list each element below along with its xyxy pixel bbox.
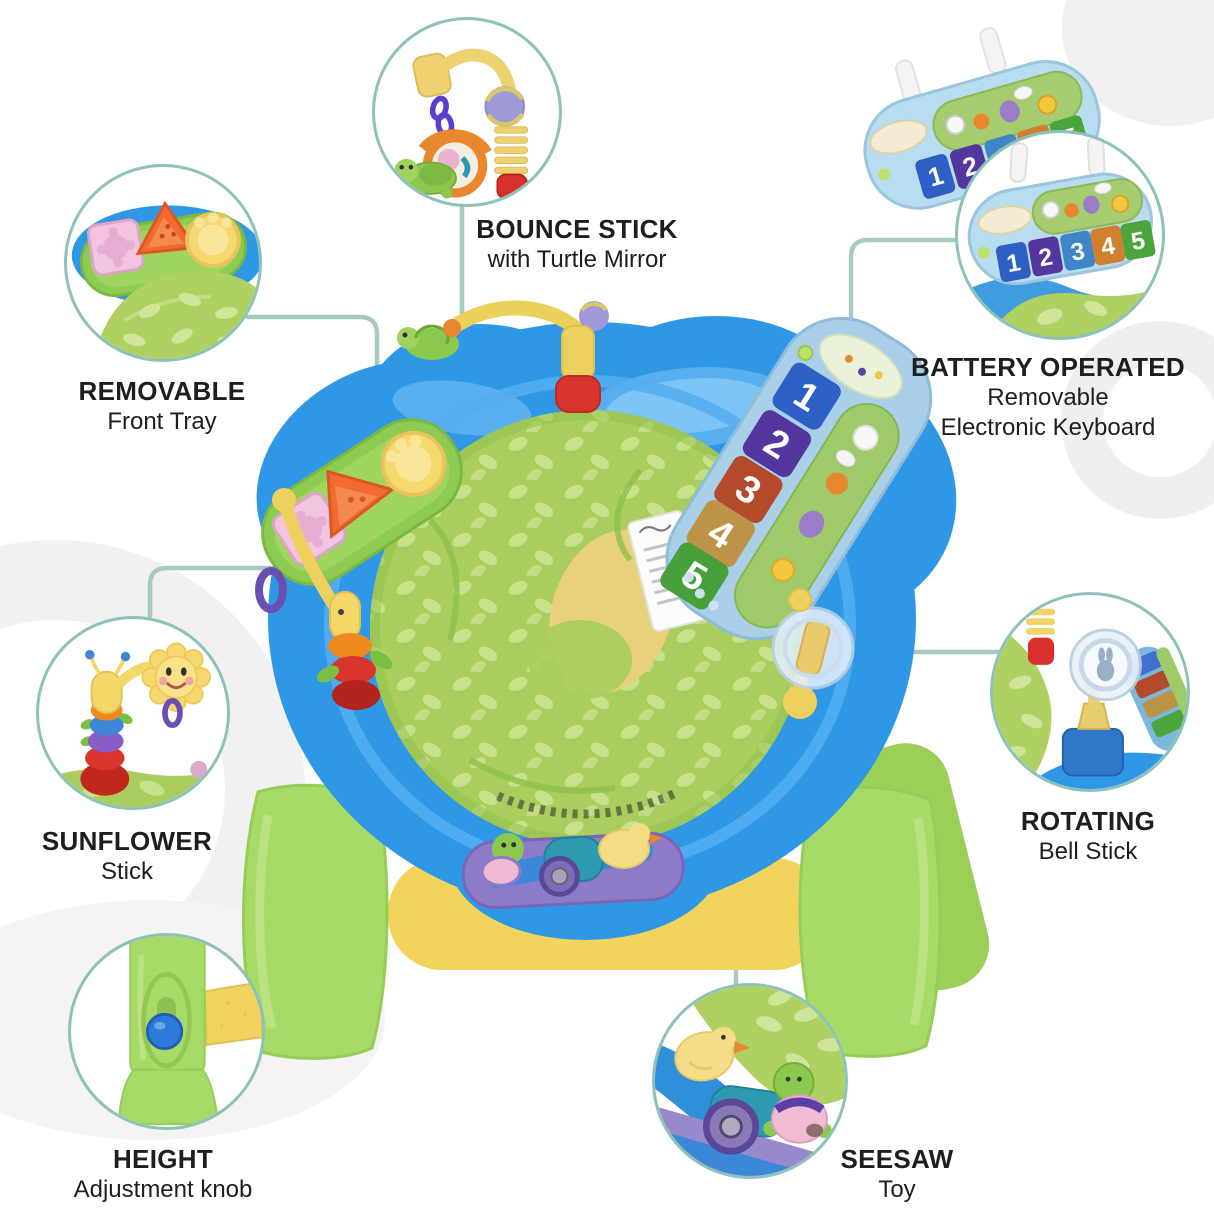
label-height-knob: HEIGHT Adjustment knob <box>13 1144 313 1205</box>
spring-icon <box>494 126 529 175</box>
label-sunflower-stick-sub: Stick <box>100 858 153 885</box>
leader-line-battery <box>848 237 958 431</box>
callout-height-knob <box>68 933 265 1130</box>
key-4-label: 4 <box>1099 232 1117 261</box>
callout-front-tray <box>64 164 262 362</box>
label-battery-keyboard-sub2: Electronic Keyboard <box>940 414 1156 441</box>
keyboard-panel: 1 2 3 4 5 <box>660 316 933 641</box>
leader-line-tray <box>245 314 380 427</box>
animal-strip <box>770 424 879 583</box>
leader-line-sunflower <box>147 565 351 619</box>
bounce-stick-closeup <box>394 48 529 200</box>
duck-icon <box>674 1026 750 1082</box>
label-bell-stick: ROTATING Bell Stick <box>958 806 1214 867</box>
label-bounce-stick: BOUNCE STICK with Turtle Mirror <box>427 214 727 275</box>
label-seesaw-toy: SEESAW Toy <box>767 1144 1027 1205</box>
label-front-tray: REMOVABLE Front Tray <box>22 376 302 437</box>
label-front-tray-title: REMOVABLE <box>78 376 246 406</box>
label-bounce-stick-sub: with Turtle Mirror <box>487 246 667 273</box>
legs <box>241 743 990 1060</box>
paw-button-toy <box>380 430 447 497</box>
key-1-label: 1 <box>1005 249 1023 278</box>
seesaw-toy <box>461 823 685 910</box>
bounce-stick <box>397 300 609 413</box>
label-bell-stick-title: ROTATING <box>1020 806 1156 836</box>
bell-stick <box>771 588 855 719</box>
label-seesaw-toy-title: SEESAW <box>840 1144 954 1174</box>
label-sunflower-stick: SUNFLOWER Stick <box>0 826 254 887</box>
seesaw-toy-closeup <box>655 986 845 1176</box>
turtle-mirror-icon <box>394 129 492 199</box>
label-height-knob-sub: Adjustment knob <box>73 1176 253 1203</box>
key-3-label: 3 <box>1069 238 1087 267</box>
label-battery-keyboard-title: BATTERY OPERATED <box>911 352 1185 382</box>
height-knob-closeup <box>117 936 262 1126</box>
callout-electronic-keyboard: 1 2 3 4 5 <box>955 130 1165 340</box>
label-sunflower-stick-title: SUNFLOWER <box>41 826 213 856</box>
label-seesaw-toy-sub: Toy <box>878 1176 916 1203</box>
key-5-label: 5 <box>1129 227 1147 256</box>
sunflower-face-icon <box>141 642 212 713</box>
keyboard-closeup: 1 2 3 4 5 <box>958 136 1162 337</box>
bell-wheel-icon <box>1069 628 1142 702</box>
callout-seesaw-toy <box>652 983 848 1179</box>
bell-stick-closeup <box>993 608 1187 789</box>
spring-icon <box>1025 608 1056 635</box>
front-tray-closeup <box>71 200 259 359</box>
label-bell-stick-sub: Bell Stick <box>1038 838 1138 865</box>
key-2-label: 2 <box>1037 244 1055 273</box>
adjustment-knob-icon <box>145 1012 184 1051</box>
keyboard-number-keys: 1 2 3 4 5 <box>660 362 841 610</box>
label-battery-keyboard-sub: Removable <box>987 384 1109 411</box>
label-bounce-stick-title: BOUNCE STICK <box>476 214 678 244</box>
turtle-icon <box>763 1062 832 1144</box>
callout-bounce-stick <box>372 17 562 207</box>
label-battery-keyboard: BATTERY OPERATED Removable Electronic Ke… <box>888 352 1208 443</box>
label-height-knob-title: HEIGHT <box>112 1144 214 1174</box>
callout-sunflower-stick <box>36 616 230 810</box>
seat-mesh <box>496 787 680 819</box>
sunflower-stick <box>255 488 393 710</box>
caterpillar-icon <box>80 650 133 796</box>
strap-hook <box>979 27 1007 75</box>
keyboard-number-keys: 1 2 3 4 5 <box>995 220 1156 282</box>
sunflower-stick-closeup <box>39 642 227 807</box>
orange-triangle-toy <box>326 469 396 539</box>
label-front-tray-sub: Front Tray <box>107 408 217 435</box>
callout-bell-stick <box>990 592 1190 792</box>
